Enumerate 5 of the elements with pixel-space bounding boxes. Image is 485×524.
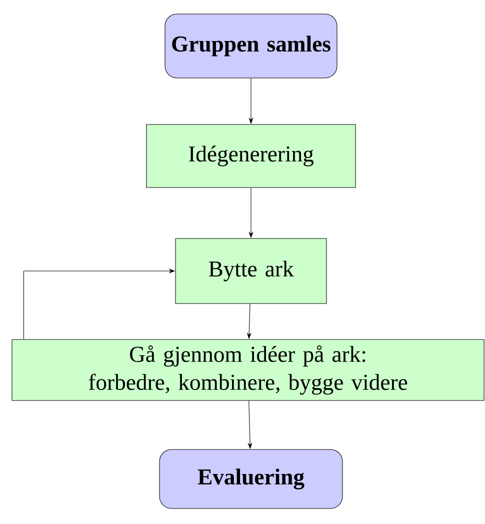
process-box: Bytte ark: [175, 238, 327, 304]
process-box: Idégenerering: [146, 124, 356, 188]
start-end-box: Gruppen samles: [164, 14, 338, 78]
start-end-box: Evaluering: [159, 449, 343, 509]
process-box: Gå gjennom idéer på ark: forbedre, kombinere, bygge videre: [12, 339, 484, 401]
